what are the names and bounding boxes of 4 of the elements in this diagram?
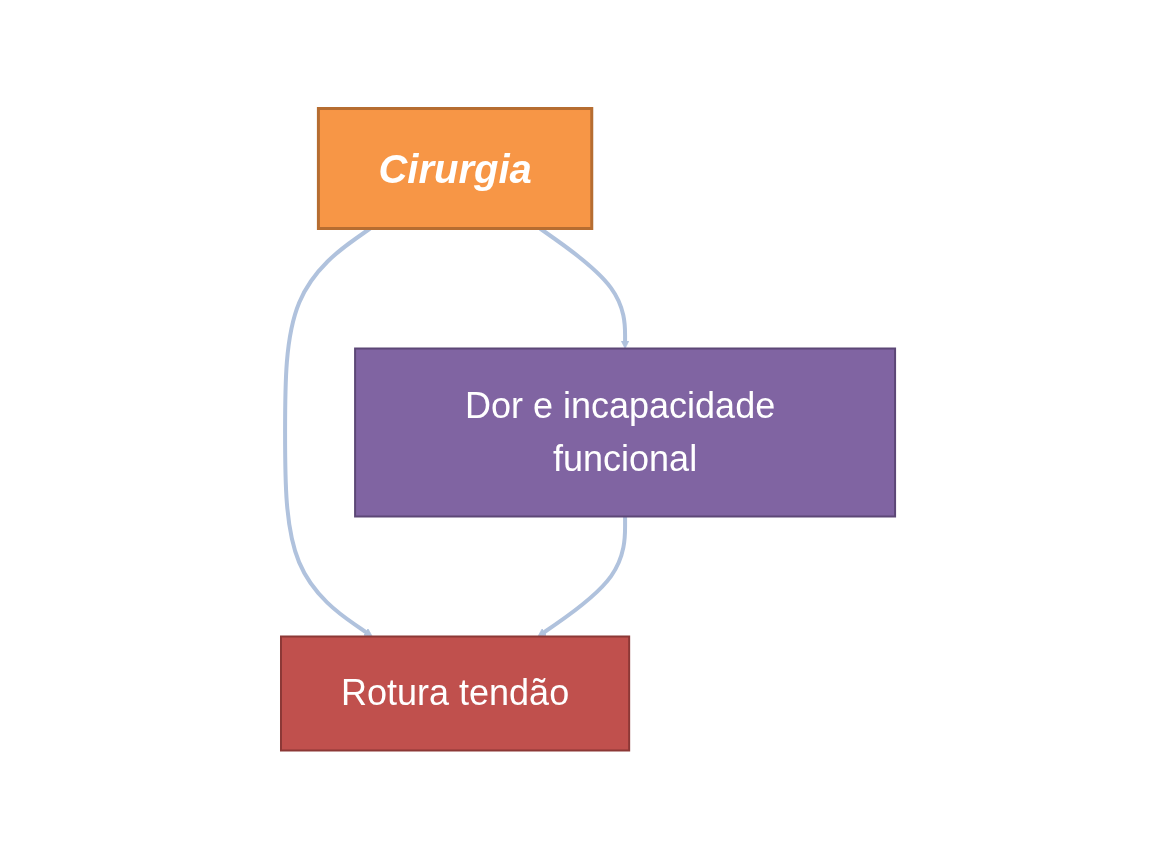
node-box: Rotura tendão [279, 635, 631, 752]
arrow [537, 516, 628, 637]
node-box: Cirurgia [316, 107, 594, 230]
node-box: Dor e incapacidade funcional [354, 347, 897, 518]
